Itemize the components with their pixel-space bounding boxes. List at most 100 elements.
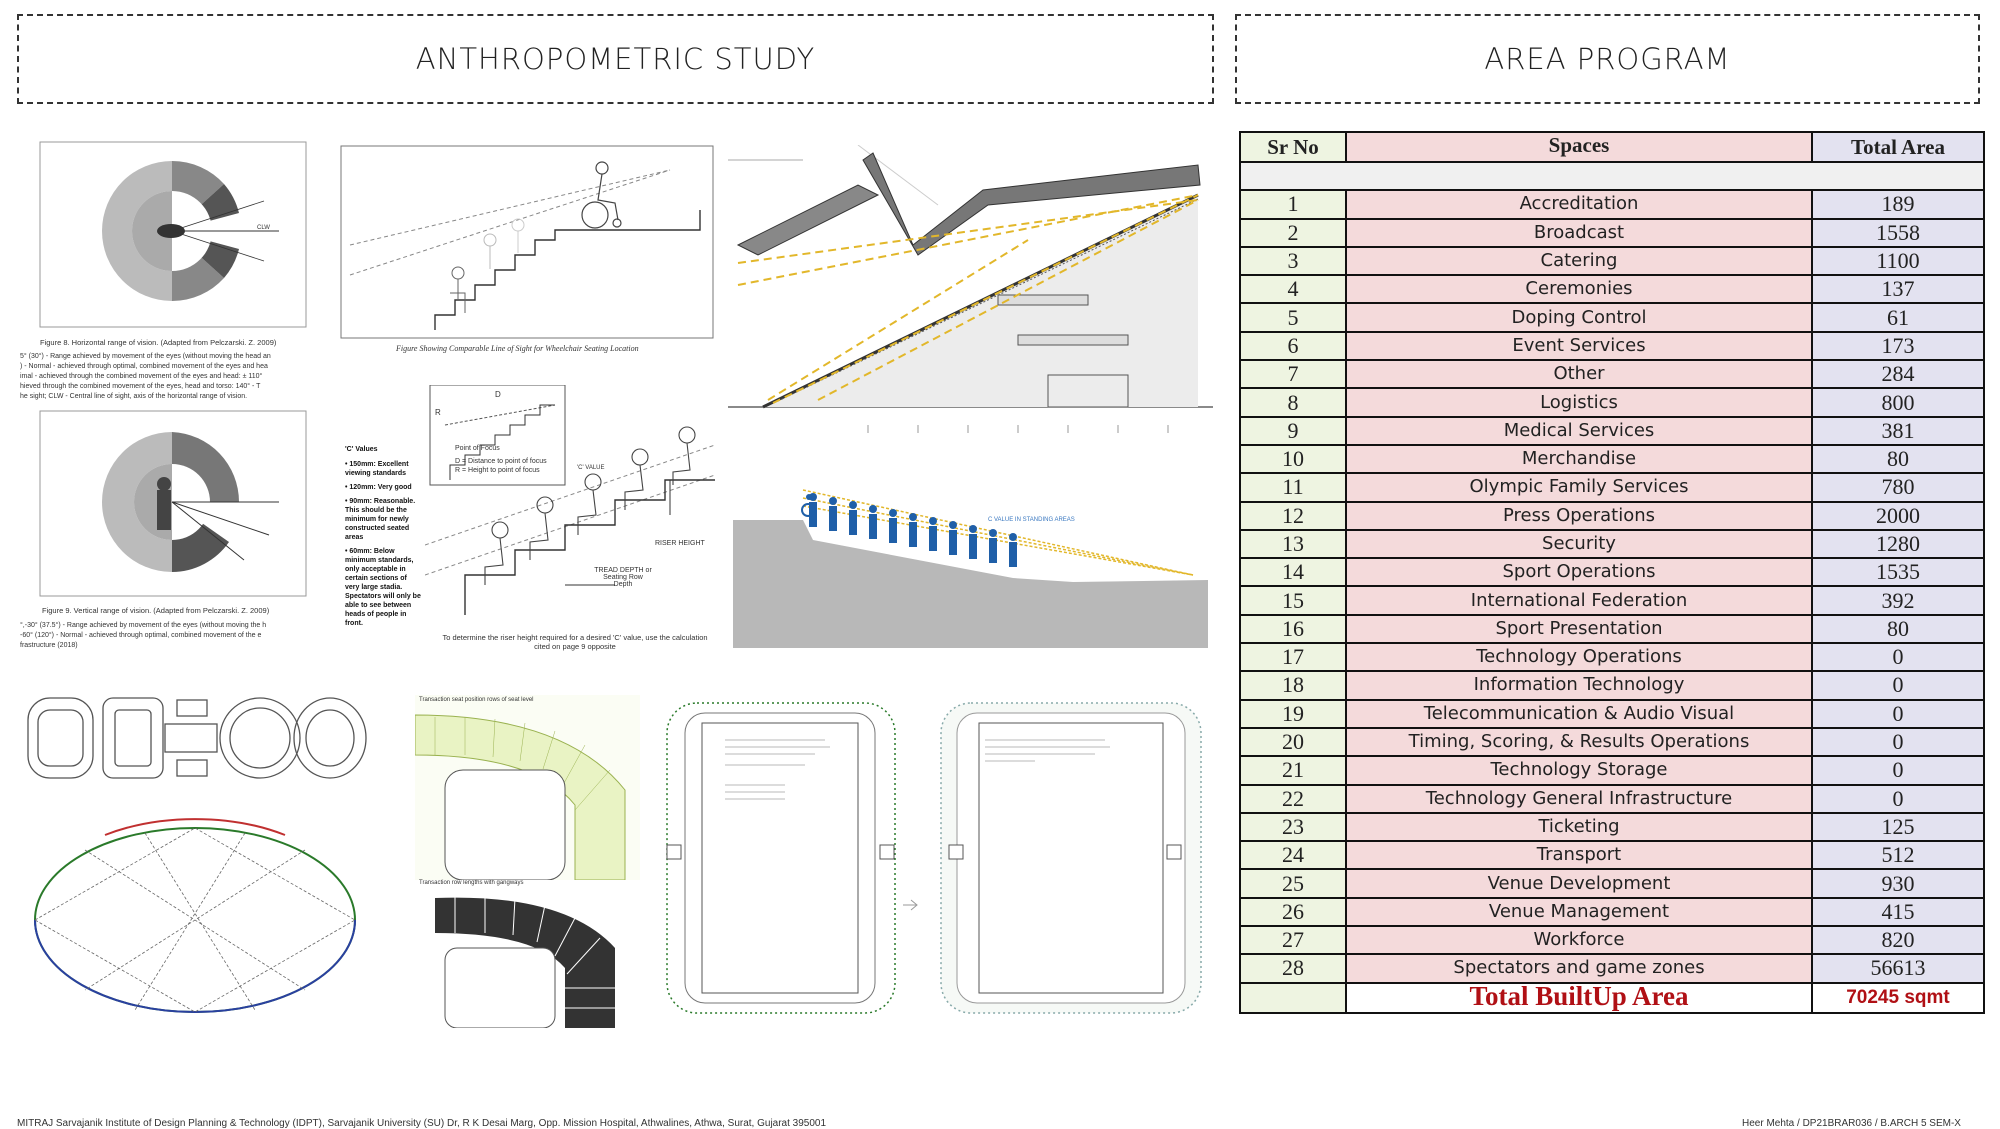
figure-pitch-plan-2: [935, 695, 1210, 1020]
seating-plan-1-diagram: [415, 714, 626, 880]
figure-wheelchair-sightline: Figure Showing Comparable Line of Sight …: [340, 145, 715, 360]
svg-text:D: D: [495, 390, 501, 399]
sr-cell: 3: [1239, 245, 1347, 277]
area-cell: 415: [1811, 896, 1985, 928]
riser-label-cvalue: 'C' VALUE: [577, 465, 605, 471]
c-value-item: • 90mm: Reasonable. This should be the m…: [345, 498, 416, 541]
figure-vertical-vision: Figure 9. Vertical range of vision. (Ada…: [20, 410, 340, 660]
space-cell: Technology General Infrastructure: [1345, 783, 1813, 814]
vertical-vision-diagram: [39, 410, 307, 597]
area-cell: 381: [1811, 415, 1985, 446]
table-spacer-row: [1239, 160, 1985, 192]
area-cell: 1100: [1811, 245, 1985, 277]
space-cell: Doping Control: [1345, 302, 1813, 333]
fig8-note: he sight; CLW - Central line of sight, a…: [20, 393, 248, 400]
sr-cell: 27: [1239, 925, 1347, 956]
sr-cell: 17: [1239, 642, 1347, 673]
sr-cell: 10: [1239, 443, 1347, 475]
space-cell: Medical Services: [1345, 415, 1813, 446]
area-cell: 0: [1811, 783, 1985, 814]
area-cell: 189: [1811, 189, 1985, 220]
header-sr-no: Sr No: [1239, 131, 1347, 163]
riser-label-tread: TREAD DEPTH or Seating Row Depth: [594, 567, 652, 588]
riser-label-riser: RISER HEIGHT: [655, 540, 705, 547]
sr-cell: 14: [1239, 557, 1347, 588]
wheelchair-caption: Figure Showing Comparable Line of Sight …: [396, 344, 639, 353]
wheelchair-sightline-diagram: [340, 145, 714, 339]
fig8-note: hieved through the combined movement of …: [20, 383, 261, 390]
area-cell: 80: [1811, 613, 1985, 645]
area-cell: 1558: [1811, 217, 1985, 248]
area-cell: 0: [1811, 726, 1985, 758]
area-cell: 1535: [1811, 557, 1985, 588]
area-cell: 1280: [1811, 528, 1985, 560]
space-cell: Sport Presentation: [1345, 613, 1813, 645]
pitch-plan-2-diagram: [940, 702, 1202, 1014]
space-cell: Technology Operations: [1345, 642, 1813, 673]
space-cell: Broadcast: [1345, 217, 1813, 248]
riser-label-d: D = Distance to point of focus: [455, 458, 547, 465]
area-cell: 930: [1811, 868, 1985, 899]
sr-cell: 28: [1239, 953, 1347, 984]
space-cell: Telecommunication & Audio Visual: [1345, 698, 1813, 729]
area-cell: 0: [1811, 698, 1985, 729]
sr-cell: 19: [1239, 698, 1347, 729]
table-header-row: Sr No Spaces Total Area: [1239, 131, 1985, 163]
sr-cell: 20: [1239, 726, 1347, 758]
total-row: Total BuiltUp Area 70245 sqmt: [1239, 981, 1985, 1014]
header-spaces: Spaces: [1345, 131, 1813, 163]
sr-cell: 8: [1239, 387, 1347, 418]
space-cell: Transport: [1345, 840, 1813, 871]
area-cell: 392: [1811, 585, 1985, 616]
space-cell: Merchandise: [1345, 443, 1813, 475]
area-cell: 512: [1811, 840, 1985, 871]
figure-horizontal-vision: CLW Figure 8. Horizontal range of vision…: [20, 138, 340, 403]
space-cell: Catering: [1345, 245, 1813, 277]
area-cell: 61: [1811, 302, 1985, 333]
space-cell: Accreditation: [1345, 189, 1813, 220]
riser-caption: To determine the riser height required f…: [442, 633, 708, 651]
sr-cell: 22: [1239, 783, 1347, 814]
sr-cell: 6: [1239, 330, 1347, 362]
area-cell: 284: [1811, 359, 1985, 390]
sr-cell: 12: [1239, 500, 1347, 531]
sr-cell: 1: [1239, 189, 1347, 220]
sr-cell: 16: [1239, 613, 1347, 645]
riser-label-r: R = Height to point of focus: [455, 467, 540, 474]
plan-label-1: Transaction seat position rows of seat l…: [419, 697, 534, 703]
figure-standing-area: C VALUE IN STANDING AREAS: [733, 480, 1208, 648]
plan-label-2: Transaction row lengths with gangways: [419, 880, 524, 886]
c-values-list: 'C' Values • 150mm: Excellent viewing st…: [345, 445, 423, 628]
fig9-note: °,-30° (37.5°) - Range achieved by movem…: [20, 622, 267, 629]
anthropometric-study-title: ANTHROPOMETRIC STUDY: [17, 14, 1214, 104]
area-cell: 137: [1811, 274, 1985, 305]
sr-cell: 4: [1239, 274, 1347, 305]
fig8-notes: 5° (30°) - Range achieved by movement of…: [20, 352, 340, 402]
total-label: Total BuiltUp Area: [1345, 981, 1813, 1014]
figure-stadium-section: [728, 145, 1213, 435]
space-cell: Security: [1345, 528, 1813, 560]
svg-text:CLW: CLW: [257, 225, 270, 231]
sr-cell: 7: [1239, 359, 1347, 390]
sr-cell: 11: [1239, 472, 1347, 503]
sr-cell: 24: [1239, 840, 1347, 871]
area-cell: 2000: [1811, 500, 1985, 531]
c-values-title: 'C' Values: [345, 446, 378, 453]
space-cell: Venue Management: [1345, 896, 1813, 928]
